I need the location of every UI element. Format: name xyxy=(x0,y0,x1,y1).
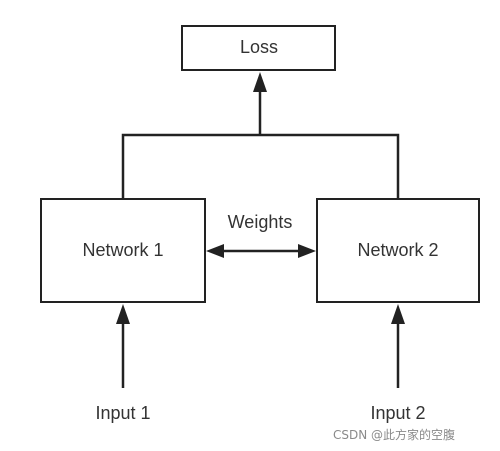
weights-arrowhead-left xyxy=(206,244,224,258)
loss-label: Loss xyxy=(240,37,278,57)
network-1-box xyxy=(40,198,206,303)
input-2-arrowhead xyxy=(391,304,405,324)
input-1-arrowhead xyxy=(116,304,130,324)
input-1-label: Input 1 xyxy=(95,403,150,423)
weights-label: Weights xyxy=(228,212,293,232)
network-2-label: Network 2 xyxy=(357,240,438,260)
network-1-label: Network 1 xyxy=(82,240,163,260)
input-2-label: Input 2 xyxy=(370,403,425,423)
weights-arrowhead-right xyxy=(298,244,316,258)
loss-arrowhead xyxy=(253,72,267,92)
csdn-watermark: CSDN @此方家的空腹 xyxy=(333,428,456,442)
merge-connector xyxy=(121,133,400,199)
loss-box xyxy=(181,25,336,71)
